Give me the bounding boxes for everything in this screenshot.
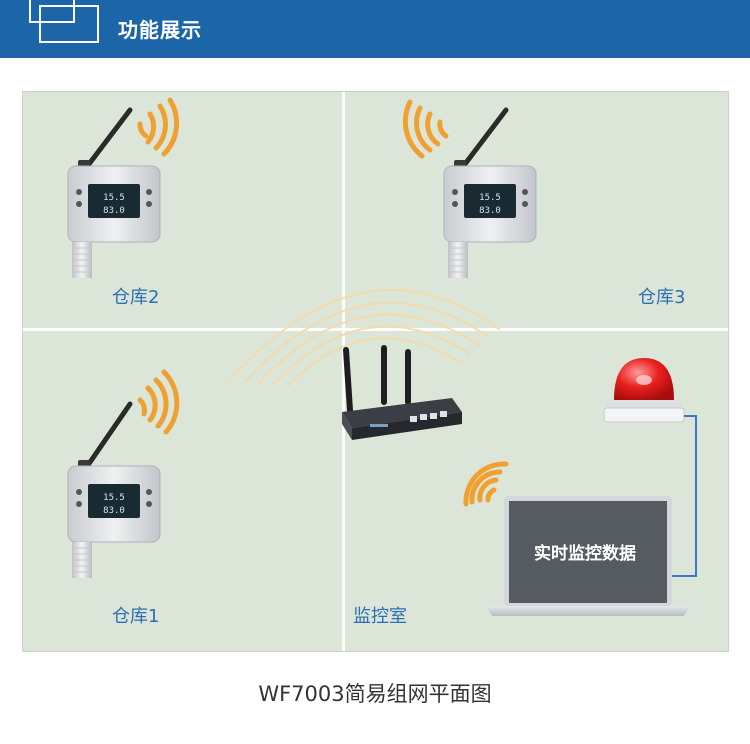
laptop-screen-text: 实时监控数据 <box>534 544 636 564</box>
svg-text:83.0: 83.0 <box>103 206 125 216</box>
page-title: 功能展示 <box>118 18 202 42</box>
signal-icon-monitoring-room <box>463 461 509 507</box>
svg-text:15.5: 15.5 <box>479 193 501 203</box>
alarm-connection-line <box>670 415 697 577</box>
sensor-device-warehouse2: 15.5 83.0 <box>67 107 161 278</box>
svg-text:83.0: 83.0 <box>479 206 501 216</box>
wall-horizontal <box>23 328 728 331</box>
signal-icon-warehouse1 <box>137 369 180 435</box>
frame-icon <box>29 0 99 43</box>
router-device <box>342 345 462 440</box>
room-label-warehouse1: 仓库1 <box>112 606 160 627</box>
alarm-siren <box>603 358 685 423</box>
wireless-coverage-arcs <box>229 289 501 389</box>
sensor-device-warehouse1: 15.5 83.0 <box>67 401 161 578</box>
svg-text:15.5: 15.5 <box>103 493 125 503</box>
sensor-device-warehouse3: 15.5 83.0 <box>443 107 537 278</box>
svg-text:83.0: 83.0 <box>103 506 125 516</box>
signal-icon-warehouse3 <box>402 99 449 159</box>
signal-icon-warehouse2 <box>137 97 180 157</box>
svg-text:15.5: 15.5 <box>103 193 125 203</box>
room-label-warehouse3: 仓库3 <box>638 287 686 308</box>
laptop-device <box>486 496 690 616</box>
diagram-caption: WF7003简易组网平面图 <box>258 682 492 706</box>
room-label-warehouse2: 仓库2 <box>112 287 160 308</box>
header-bar: 功能展示 <box>0 0 750 58</box>
room-label-monitoring-room: 监控室 <box>353 606 407 627</box>
wall-vertical <box>342 92 345 651</box>
